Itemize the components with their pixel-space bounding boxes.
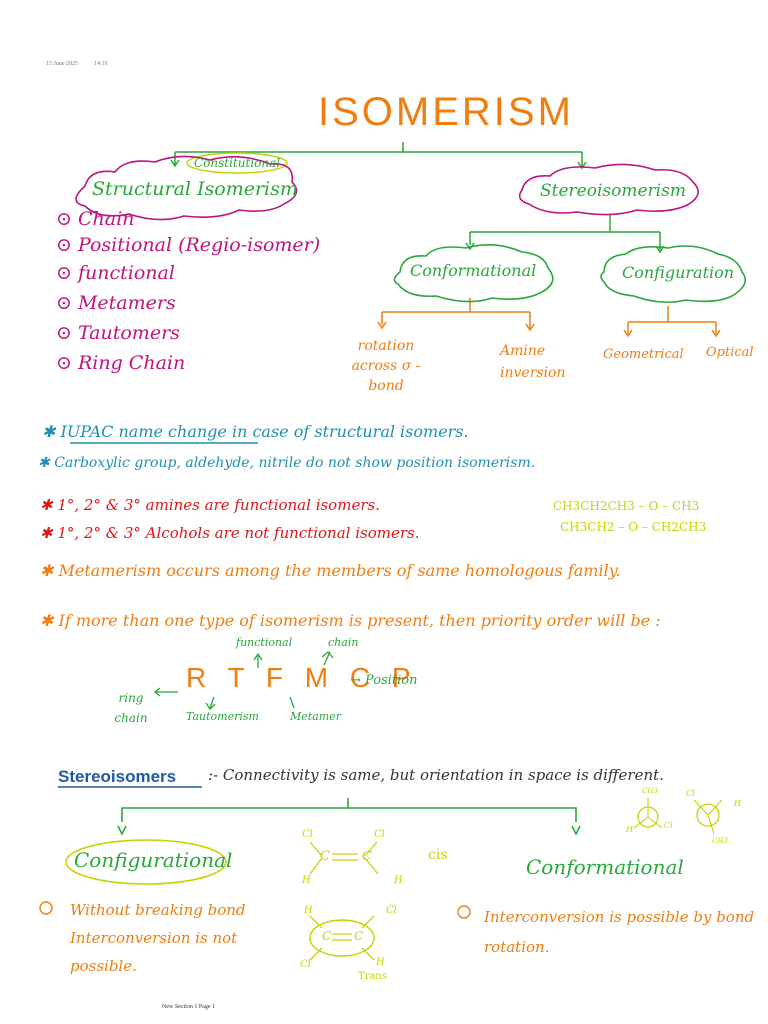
asterisk-icon: ✱: [40, 561, 59, 580]
conformational-label: Conformational: [410, 261, 537, 280]
priority-tautomerism: Tautomerism: [186, 710, 259, 723]
note-priority: ✱ If more than one type of isomerism is …: [40, 611, 661, 630]
list-item: ⊙ Ring Chain: [56, 352, 186, 374]
asterisk-icon: ✱: [40, 611, 59, 630]
atom-c: C: [322, 929, 332, 943]
structural-isomerism-label: Structural Isomerism: [92, 178, 298, 200]
conformational-point: Interconversion is possible by bond rota…: [484, 908, 755, 956]
atom-h: H: [394, 875, 403, 886]
atom-cl: Cl: [386, 905, 397, 916]
list-item: ⊙ functional: [56, 262, 175, 284]
atom-h: H: [626, 825, 633, 834]
stereoisomerism-label: Stereoisomerism: [540, 181, 686, 201]
list-item: ⊙ Positional (Regio-isomer): [56, 234, 321, 256]
priority-functional: functional: [236, 636, 293, 649]
constitutional-label: Constitutional: [194, 156, 281, 170]
priority-position: → Position: [350, 673, 418, 688]
note-carboxylic: ✱ Carboxylic group, aldehyde, nitrile do…: [38, 455, 536, 471]
note-alcohols: ✱ 1°, 2° & 3° Alcohols are not functiona…: [40, 524, 420, 542]
list-item: ⊙ Metamers: [56, 292, 176, 314]
atom-ch3: CH3: [712, 837, 728, 845]
bullet-icon: ⊙: [56, 292, 72, 314]
atom-c: C: [362, 849, 372, 864]
atom-cl: Cl: [686, 789, 695, 798]
atom-cl: Cl: [374, 829, 385, 840]
atom-h: H: [304, 905, 313, 916]
conformational-bottom-label: Conformational: [526, 855, 684, 879]
asterisk-icon: ✱: [42, 422, 61, 441]
trans-label: Trans: [358, 971, 387, 982]
configurational-point: Without breaking bond Interconversion is…: [70, 901, 246, 975]
date-stamp: 15 June 2025: [46, 61, 78, 67]
bullet-icon: ⊙: [56, 234, 72, 256]
cis-label: cis: [428, 847, 448, 863]
priority-metamer: Metamer: [290, 710, 341, 723]
note-metamerism: ✱ Metamerism occurs among the members of…: [40, 561, 621, 580]
asterisk-icon: ✱: [40, 496, 58, 514]
atom-cl: Cl: [300, 959, 311, 970]
atom-cl: Cl: [664, 821, 673, 830]
bullet-icon: ⊙: [56, 352, 72, 374]
optical-label: Optical: [706, 345, 754, 360]
list-item: ⊙ Chain: [56, 208, 135, 230]
configurational-label: Configurational: [74, 848, 233, 872]
page-title: ISOMERISM: [318, 90, 574, 134]
atom-ch3: CH3: [642, 787, 658, 795]
atom-cl: Cl: [302, 829, 313, 840]
note-amines: ✱ 1°, 2° & 3° amines are functional isom…: [40, 496, 380, 514]
formula-2: CH3CH2 – O – CH2CH3: [560, 520, 707, 534]
atom-h: H: [734, 799, 741, 808]
priority-chain: chain: [328, 636, 359, 649]
page-footer: New Section 1 Page 1: [162, 1004, 215, 1010]
atom-h: H: [302, 875, 311, 886]
atom-c: C: [320, 849, 330, 864]
time-stamp: 14:16: [94, 61, 108, 67]
stereoisomers-definition: :- Connectivity is same, but orientation…: [208, 766, 664, 784]
priority-sequence: R T F M C P: [186, 662, 418, 693]
configuration-label: Configuration: [622, 263, 735, 282]
amine-inversion: Amine inversion: [500, 343, 566, 381]
asterisk-icon: ✱: [40, 524, 58, 542]
asterisk-icon: ✱: [38, 455, 55, 471]
rotation-across-sigma-bond: rotation across σ - bond: [351, 338, 421, 394]
priority-ring-chain: ring chain: [114, 691, 148, 725]
stereoisomers-heading: Stereoisomers: [58, 767, 177, 786]
formula-1: CH3CH2CH3 – O – CH3: [553, 499, 700, 513]
geometrical-label: Geometrical: [603, 347, 684, 362]
bullet-icon: ⊙: [56, 322, 72, 344]
bullet-icon: ⊙: [56, 208, 72, 230]
list-item: ⊙ Tautomers: [56, 322, 180, 344]
atom-c: C: [354, 929, 364, 943]
bullet-icon: ⊙: [56, 262, 72, 284]
atom-h: H: [376, 957, 385, 968]
note-iupac: ✱ IUPAC name change in case of structura…: [42, 422, 469, 441]
